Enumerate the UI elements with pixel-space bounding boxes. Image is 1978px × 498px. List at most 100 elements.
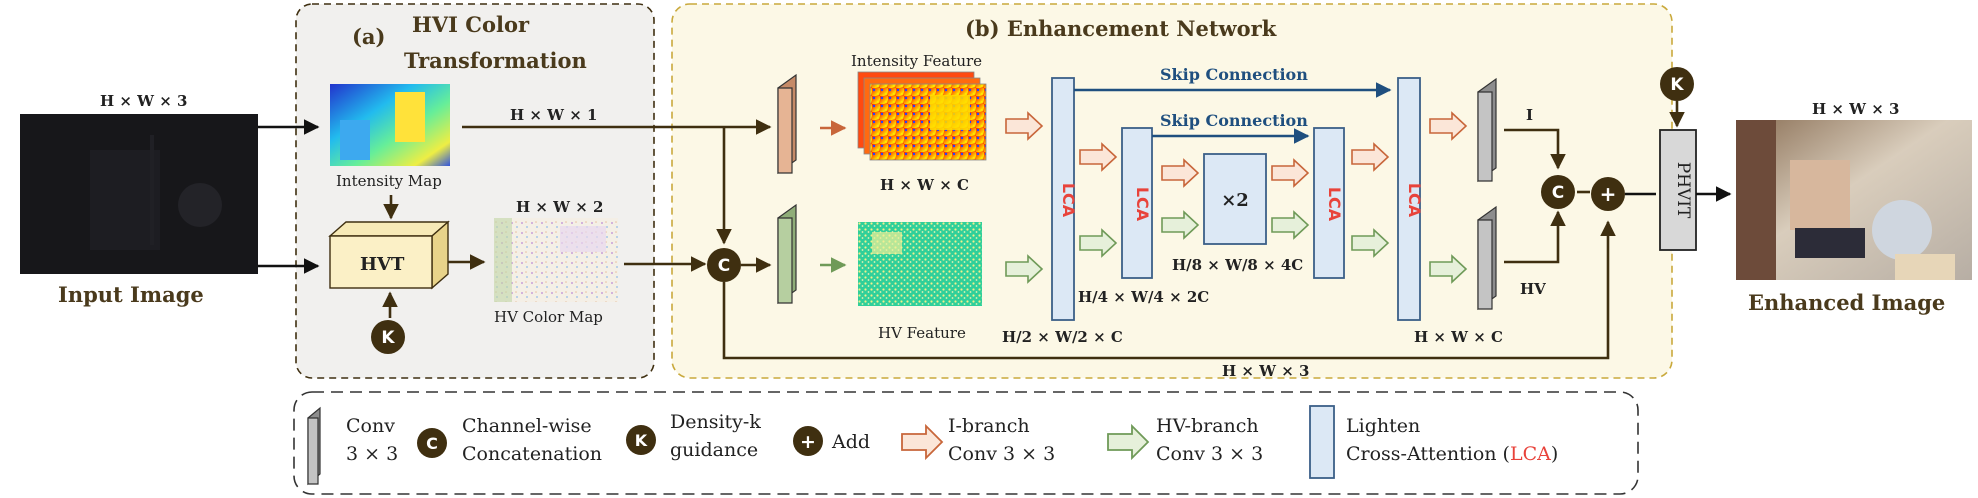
intensity-dims: H × W × 1 — [510, 106, 597, 124]
legend-concat-line2: Concatenation — [462, 443, 602, 465]
lca-block-3: LCA — [1313, 127, 1345, 279]
hv-color-map-caption: HV Color Map — [494, 308, 603, 326]
k-guidance-icon: K — [371, 320, 405, 354]
output-caption: Enhanced Image — [1748, 290, 1945, 315]
legend-conv-icon — [307, 406, 321, 486]
panel-a-title-line1: HVI Color — [412, 12, 530, 37]
add-symbol: + — [1600, 182, 1617, 206]
i-branch-conv-block — [777, 73, 797, 175]
legend-lca-line1: Lighten — [1346, 415, 1420, 437]
i-branch-arrow-to-lca2 — [1079, 142, 1118, 172]
lca-block-4: LCA — [1397, 77, 1424, 321]
panel-a-label: (a) — [352, 24, 385, 49]
output-dims: H × W × 3 — [1812, 100, 1899, 118]
hv-branch-arrow-to-lca2 — [1079, 228, 1118, 258]
k-symbol: K — [381, 328, 395, 348]
legend-add-label: Add — [831, 431, 870, 453]
lca-block-1: LCA — [1051, 77, 1078, 321]
concat-symbol-output: C — [1552, 183, 1564, 203]
arrow-hv-to-concat — [1504, 210, 1566, 264]
hv-branch-arrow-to-outconv — [1429, 254, 1468, 284]
hv-branch-arrow-to-lca3 — [1271, 210, 1310, 240]
legend-k-symbol: K — [635, 431, 648, 450]
lca-label-2: LCA — [1133, 187, 1152, 222]
hv-branch-arrow-to-x2 — [1161, 210, 1200, 240]
hv-branch-conv-block — [777, 203, 797, 305]
add-icon-output: + — [1591, 177, 1625, 211]
i-branch-arrow-to-x2 — [1161, 158, 1200, 188]
legend-concat-symbol: C — [426, 434, 438, 453]
hv-color-map-dims: H × W × 2 — [516, 198, 603, 216]
dims-hwc-output: H × W × C — [1414, 328, 1503, 346]
legend-ibranch-line1: I-branch — [948, 415, 1030, 437]
legend-lca-line2: Cross-Attention (LCA) — [1346, 443, 1558, 465]
arrow-bottom-residual — [722, 220, 1616, 360]
branch-i-label: I — [1526, 106, 1533, 124]
k-symbol-output: K — [1670, 75, 1684, 95]
x2-label: ×2 — [1221, 190, 1249, 211]
intensity-feature-dims: H × W × C — [880, 176, 969, 194]
concat-symbol: C — [718, 256, 730, 276]
legend-lca-icon — [1309, 405, 1335, 479]
concat-icon-output: C — [1541, 175, 1575, 209]
lca-block-2: LCA — [1121, 127, 1153, 279]
legend-conv-line1: Conv — [346, 415, 395, 437]
branch-hv-label: HV — [1520, 280, 1546, 298]
legend-concat-line1: Channel-wise — [462, 415, 592, 437]
panel-b-title: (b) Enhancement Network — [965, 16, 1277, 41]
legend-hv-branch-icon — [1107, 423, 1150, 461]
lca-label-4: LCA — [1405, 183, 1424, 218]
intensity-map-caption: Intensity Map — [336, 172, 442, 190]
hvt-label: HVT — [360, 254, 405, 275]
legend-i-branch-icon — [901, 423, 944, 461]
legend-lca-line2-red: LCA — [1510, 443, 1551, 465]
i-branch-arrow-to-lca4 — [1351, 142, 1390, 172]
legend-frame — [293, 391, 1639, 495]
lca-label-3: LCA — [1325, 187, 1344, 222]
phvit-block: PHVIT — [1659, 129, 1697, 251]
legend-add-symbol: + — [800, 431, 816, 453]
hv-branch-arrow-to-lca1 — [1005, 254, 1044, 284]
hv-branch-arrow-to-lca4 — [1351, 228, 1390, 258]
panel-b-frame — [671, 3, 1673, 379]
skip-connection-2-label: Skip Connection — [1160, 111, 1308, 130]
panel-a-title-line2: Transformation — [404, 48, 587, 73]
legend-lca-line2-post: ) — [1551, 443, 1558, 465]
lca-label-1: LCA — [1059, 183, 1078, 218]
bottom-dims: H × W × 3 — [1222, 362, 1309, 380]
hv-feature-caption: HV Feature — [878, 324, 966, 342]
legend-hvbranch-line2: Conv 3 × 3 — [1156, 443, 1263, 465]
dims-h8: H/8 × W/8 × 4C — [1172, 256, 1303, 274]
concat-icon-input: C — [707, 248, 741, 282]
k-guidance-icon-output: K — [1660, 67, 1694, 101]
input-dims: H × W × 3 — [100, 92, 187, 110]
intensity-feature-title: Intensity Feature — [851, 52, 982, 70]
legend-concat-icon: C — [417, 428, 447, 458]
phvit-label: PHVIT — [1673, 162, 1693, 219]
legend-density-line2: guidance — [670, 439, 758, 461]
legend-ibranch-line2: Conv 3 × 3 — [948, 443, 1055, 465]
legend-add-icon: + — [793, 426, 823, 456]
legend-hvbranch-line1: HV-branch — [1156, 415, 1259, 437]
i-output-conv-block — [1477, 77, 1497, 183]
legend-lca-line2-pre: Cross-Attention ( — [1346, 443, 1510, 465]
legend-k-icon: K — [626, 425, 656, 455]
input-caption: Input Image — [58, 282, 204, 307]
hvt-block — [328, 220, 450, 290]
legend-density-line1: Density-k — [670, 411, 761, 433]
i-branch-arrow-to-lca1 — [1005, 111, 1044, 141]
dims-h4: H/4 × W/4 × 2C — [1078, 288, 1209, 306]
x2-block — [1203, 153, 1267, 245]
output-image — [1736, 120, 1972, 280]
hv-feature-image — [858, 222, 982, 306]
dims-h2: H/2 × W/2 × C — [1002, 328, 1123, 346]
input-image — [20, 114, 258, 274]
intensity-feature-stack — [857, 71, 987, 161]
i-branch-arrow-to-lca3 — [1271, 158, 1310, 188]
legend-conv-line2: 3 × 3 — [346, 443, 398, 465]
hv-color-map-image — [494, 218, 618, 302]
skip-connection-1-label: Skip Connection — [1160, 65, 1308, 84]
hv-output-conv-block — [1477, 205, 1497, 311]
intensity-map-image — [330, 84, 450, 166]
